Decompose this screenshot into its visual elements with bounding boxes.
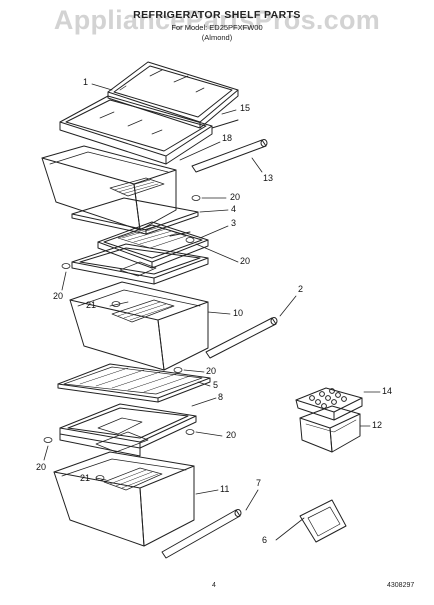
callout-label: 15 — [240, 103, 251, 113]
callout-label: 18 — [222, 133, 233, 143]
leader-lines — [43, 83, 381, 541]
callout-label: 8 — [218, 392, 224, 402]
crisper-drawer-lower — [53, 451, 195, 547]
crisper-cover-glass-lower — [57, 363, 211, 403]
page-number: 4 — [212, 582, 216, 589]
rail-upper — [191, 139, 268, 173]
callout-label: 2 — [298, 284, 304, 294]
crisper-drawer-middle — [69, 281, 209, 371]
callout-label: 5 — [213, 380, 219, 390]
callout-label: 12 — [372, 420, 383, 430]
diagram-title: REFRIGERATOR SHELF PARTS — [133, 9, 301, 21]
watermark: AppliancePartsPros.com — [53, 5, 381, 35]
label-card — [299, 499, 347, 543]
rail-middle — [205, 317, 278, 359]
callout-label: 6 — [262, 535, 268, 545]
variant-subtitle: (Almond) — [201, 33, 233, 42]
callout-label: 4 — [231, 204, 237, 214]
egg-tray — [295, 387, 363, 421]
egg-bin — [299, 405, 361, 453]
callout-label: 3 — [231, 218, 237, 228]
callout-label: 20 — [36, 462, 47, 472]
callout-label: 11 — [220, 484, 230, 494]
fasteners — [43, 195, 201, 481]
crisper-cover-frame-upper — [97, 221, 209, 269]
shelf-frame — [59, 95, 239, 165]
document-number: 4308297 — [387, 582, 415, 589]
crisper-frame-lower-base — [59, 427, 149, 457]
callout-label: 20 — [53, 291, 64, 301]
callout-label: 10 — [233, 308, 244, 318]
glass-shelf-top — [107, 61, 239, 129]
callout-label: 7 — [256, 478, 262, 488]
callout-label: 20 — [206, 366, 217, 376]
callout-label: 21 — [86, 300, 97, 310]
callout-label: 20 — [226, 430, 237, 440]
crisper-cover-frame-lower — [59, 403, 197, 449]
callout-label: 14 — [382, 386, 393, 396]
crisper-drawer-upper — [41, 145, 177, 231]
rail-lower — [161, 509, 242, 559]
callout-label: 20 — [240, 256, 251, 266]
callout-label: 1 — [83, 77, 89, 87]
model-subtitle: For Model: ED25PFXFW00 — [171, 23, 263, 32]
callout-label: 20 — [230, 192, 241, 202]
callout-label: 13 — [263, 173, 274, 183]
callout-label: 21 — [80, 473, 91, 483]
crisper-frame-upper-base — [71, 243, 209, 285]
